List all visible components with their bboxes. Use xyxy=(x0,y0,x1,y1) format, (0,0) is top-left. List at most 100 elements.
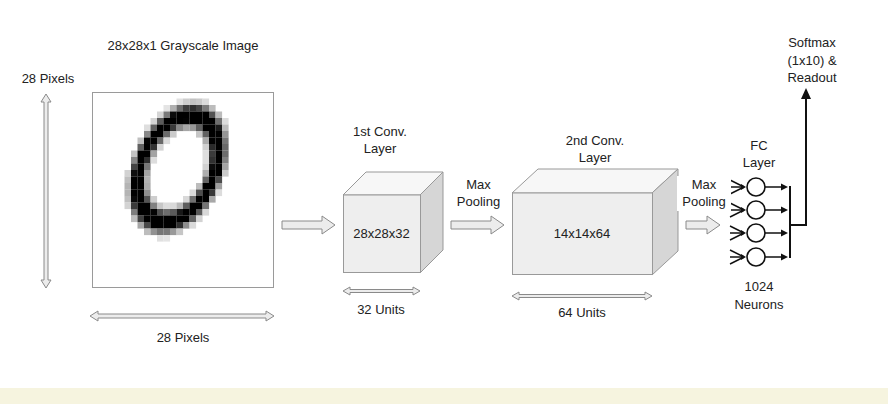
pixel xyxy=(216,138,223,145)
pixel xyxy=(164,112,171,119)
pixel xyxy=(216,118,223,125)
spoke-arrowhead xyxy=(741,207,746,213)
pixel xyxy=(144,144,151,151)
conv-layer-cube: 2nd Conv. Layer14x14x64 xyxy=(512,169,678,275)
pixel xyxy=(222,138,229,145)
pixel xyxy=(138,183,145,190)
pixel xyxy=(131,157,138,164)
pixel xyxy=(170,209,177,216)
pixel xyxy=(157,222,164,229)
pixel xyxy=(209,183,216,190)
pixel xyxy=(164,105,171,112)
pixel xyxy=(125,190,132,197)
pixel xyxy=(222,151,229,158)
pixel xyxy=(131,196,138,203)
pixel xyxy=(196,105,203,112)
pixel xyxy=(183,125,190,132)
pixel xyxy=(144,131,151,138)
pixel xyxy=(157,229,164,236)
pixel xyxy=(216,177,223,184)
pixel xyxy=(222,131,229,138)
pixel xyxy=(164,131,171,138)
pixel xyxy=(190,222,197,229)
output-arrowhead xyxy=(801,88,811,99)
pixel xyxy=(164,138,171,145)
pixel xyxy=(138,177,145,184)
pixel xyxy=(203,157,210,164)
pixel xyxy=(216,164,223,171)
pixel xyxy=(209,190,216,197)
pixel xyxy=(151,196,158,203)
pixel xyxy=(151,222,158,229)
pixel xyxy=(138,216,145,223)
pixel xyxy=(144,196,151,203)
pixel xyxy=(203,170,210,177)
pixel xyxy=(157,235,164,242)
spoke-arrowhead xyxy=(741,254,746,260)
output-spoke xyxy=(765,186,782,188)
pixel xyxy=(151,118,158,125)
pixel xyxy=(203,144,210,151)
pixel xyxy=(131,209,138,216)
pixel xyxy=(190,209,197,216)
layer-heading: 28x28x1 Grayscale Image xyxy=(107,37,258,55)
pixel xyxy=(203,138,210,145)
pixel xyxy=(144,157,151,164)
pixel xyxy=(177,105,184,112)
pixel xyxy=(177,229,184,236)
pixel xyxy=(170,105,177,112)
pixel xyxy=(164,222,171,229)
pixel xyxy=(164,229,171,236)
pixel xyxy=(177,112,184,119)
spoke-arrowhead xyxy=(781,254,788,261)
dimension-arrow xyxy=(343,287,420,295)
pixel xyxy=(170,203,177,210)
pixel xyxy=(196,131,203,138)
pixel xyxy=(125,177,132,184)
pixel xyxy=(209,151,216,158)
pixel xyxy=(144,164,151,171)
pixel xyxy=(196,203,203,210)
pixel xyxy=(157,209,164,216)
pixel xyxy=(144,125,151,132)
cube-front xyxy=(513,193,653,275)
pixel xyxy=(203,112,210,119)
pixel xyxy=(183,216,190,223)
pixel xyxy=(138,144,145,151)
pixel xyxy=(138,222,145,229)
pixel xyxy=(164,235,171,242)
pixel xyxy=(190,190,197,197)
pixel xyxy=(203,151,210,158)
pixel xyxy=(209,112,216,119)
merge-bar xyxy=(789,186,791,258)
fc-layer: FC Layer1024 Neurons xyxy=(728,176,790,268)
pixel xyxy=(196,209,203,216)
pixel xyxy=(164,216,171,223)
layer-body: 28x28x32 xyxy=(343,195,420,273)
pixel xyxy=(183,99,190,106)
pixel xyxy=(144,170,151,177)
pixel xyxy=(144,177,151,184)
pixel xyxy=(177,209,184,216)
pixel xyxy=(209,105,216,112)
pixel xyxy=(170,112,177,119)
pixel xyxy=(222,157,229,164)
pixel xyxy=(144,229,151,236)
pixel xyxy=(151,203,158,210)
pixel xyxy=(203,183,210,190)
pixel xyxy=(209,144,216,151)
pixel xyxy=(203,99,210,106)
pixel xyxy=(151,131,158,138)
pixel xyxy=(157,131,164,138)
pixel xyxy=(157,138,164,145)
pixel xyxy=(170,125,177,132)
pixel xyxy=(203,190,210,197)
pixel xyxy=(170,216,177,223)
pixel xyxy=(144,222,151,229)
pixel xyxy=(125,170,132,177)
edge-label: Max Pooling xyxy=(677,176,731,211)
spoke-arrowhead xyxy=(781,207,788,214)
pixel xyxy=(177,203,184,210)
pixel xyxy=(190,118,197,125)
neuron-column xyxy=(728,176,790,268)
